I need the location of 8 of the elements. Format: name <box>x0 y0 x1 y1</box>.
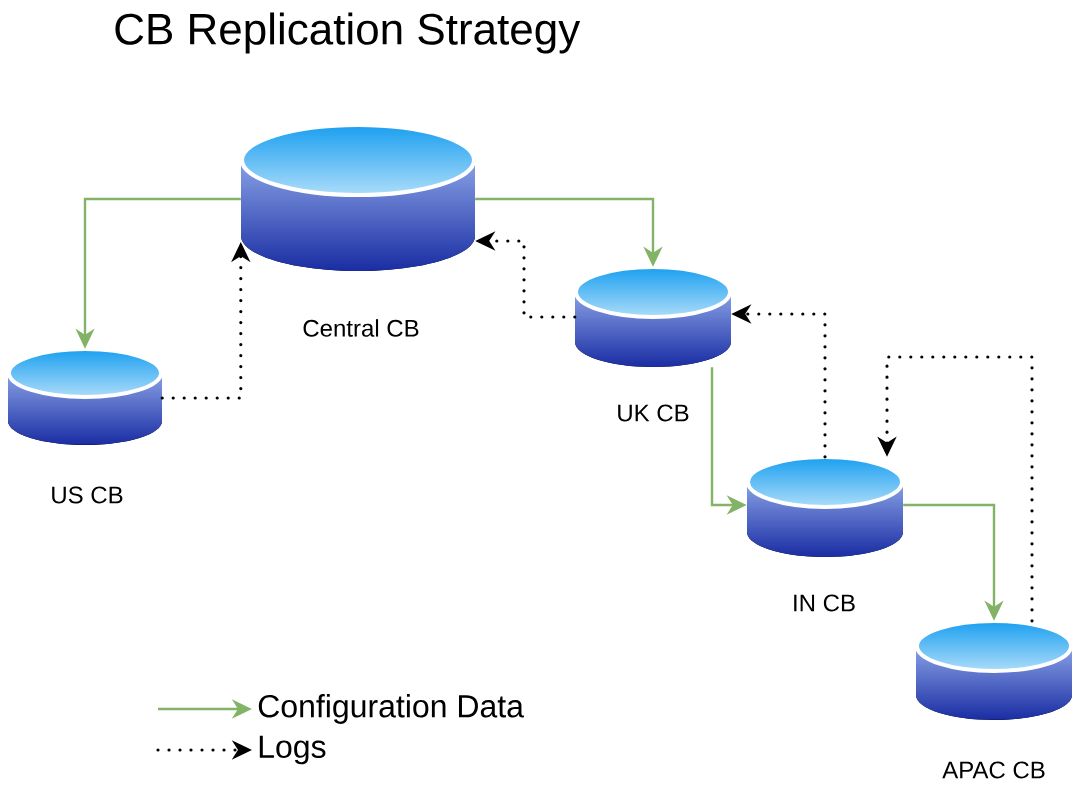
node-label: IN CB <box>794 594 855 612</box>
node-label: Central CB <box>303 319 419 337</box>
node-label: US CB <box>52 486 123 504</box>
node-label: UK CB <box>618 404 689 422</box>
node-label: APAC CB <box>942 761 1045 779</box>
legend-label: Logs <box>259 735 326 765</box>
legend-label: Configuration Data <box>258 694 524 724</box>
title: CB Replication Strategy <box>115 12 581 54</box>
